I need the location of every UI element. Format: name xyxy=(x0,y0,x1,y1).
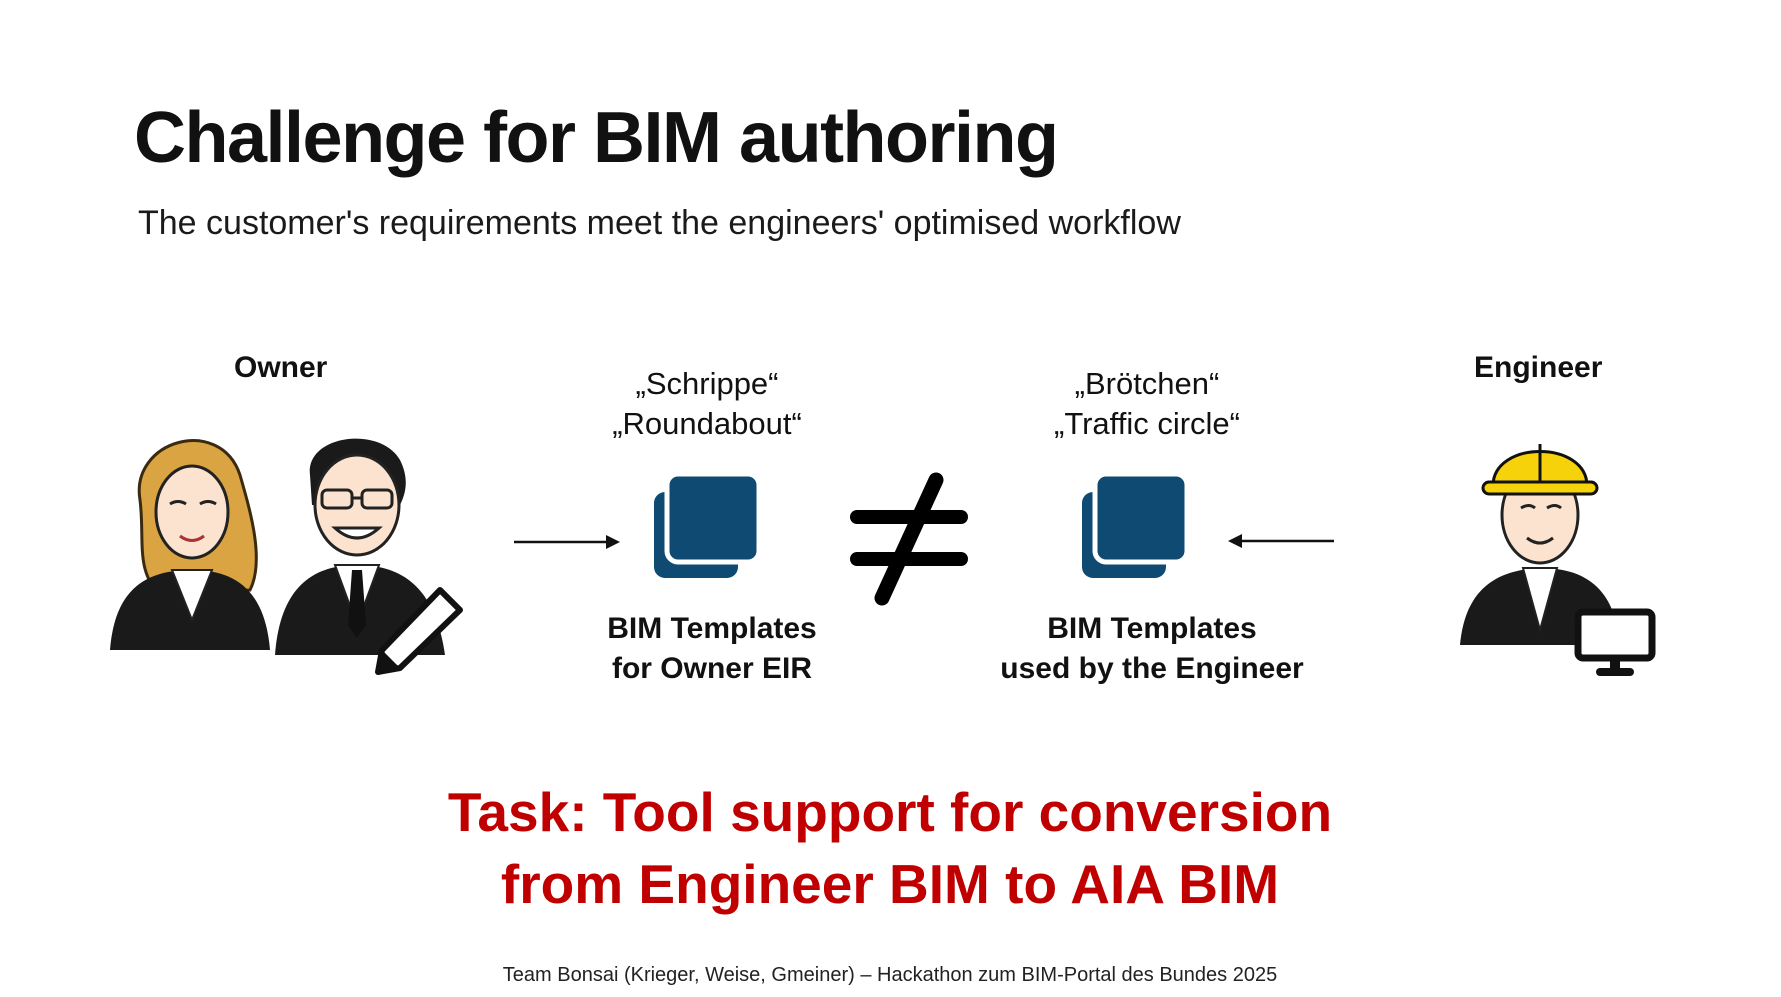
arrow-right-icon xyxy=(514,535,620,549)
task-line: Task: Tool support for conversion xyxy=(447,781,1333,843)
engineer-label: Engineer xyxy=(1474,351,1603,384)
pen-icon xyxy=(375,587,463,675)
caption-line: used by the Engineer xyxy=(1000,652,1304,685)
caption-line: BIM Templates xyxy=(607,612,817,645)
slide-subtitle: The customer's requirements meet the eng… xyxy=(138,204,1181,242)
engineer-terms: „Brötchen“ „Traffic circle“ xyxy=(987,364,1307,444)
engineer-term: „Traffic circle“ xyxy=(1054,406,1240,441)
task-statement: Task: Tool support for conversion from E… xyxy=(340,776,1440,920)
not-equal-icon xyxy=(850,472,968,606)
owner-label: Owner xyxy=(234,351,328,384)
slide-title: Challenge for BIM authoring xyxy=(134,98,1059,178)
monitor-icon xyxy=(1574,608,1656,676)
owner-term: „Schrippe“ xyxy=(635,366,779,401)
owner-term: „Roundabout“ xyxy=(612,406,802,441)
template-stack-icon xyxy=(654,471,762,578)
owner-people-icon xyxy=(110,438,463,675)
task-line: from Engineer BIM to AIA BIM xyxy=(500,853,1280,915)
owner-template-caption: BIM Templates for Owner EIR xyxy=(522,609,902,689)
caption-line: BIM Templates xyxy=(1047,612,1257,645)
arrow-left-icon xyxy=(1228,534,1334,548)
template-stack-icon xyxy=(1082,471,1190,578)
caption-line: for Owner EIR xyxy=(611,652,813,685)
engineer-person-icon xyxy=(1460,444,1656,676)
engineer-term: „Brötchen“ xyxy=(1074,366,1220,401)
owner-terms: „Schrippe“ „Roundabout“ xyxy=(547,364,867,444)
slide-footer: Team Bonsai (Krieger, Weise, Gmeiner) – … xyxy=(502,964,1278,986)
engineer-template-caption: BIM Templates used by the Engineer xyxy=(962,609,1342,689)
